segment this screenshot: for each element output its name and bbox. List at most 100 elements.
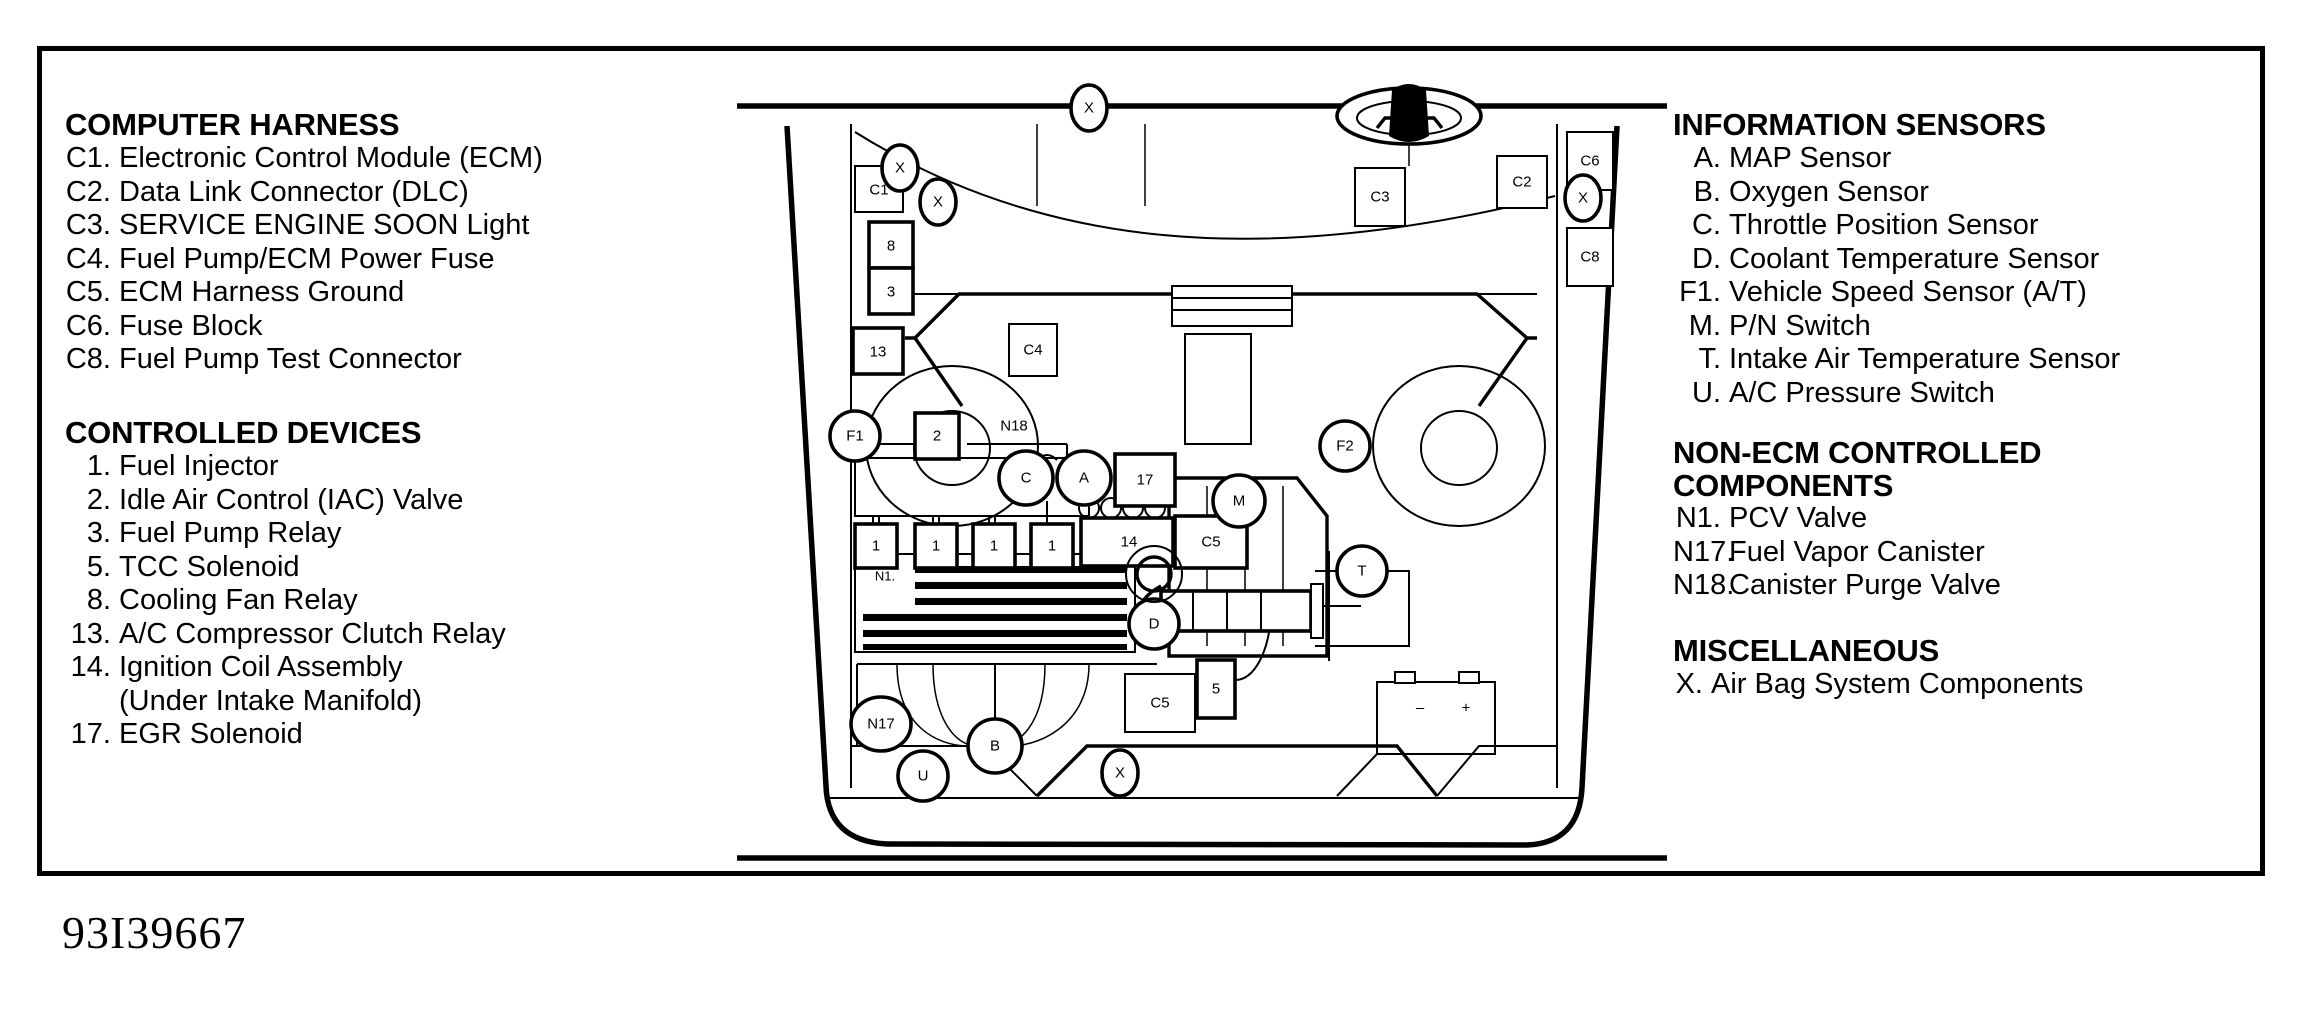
callout-sensor-b[interactable]: B — [966, 717, 1024, 775]
list-item: N1.PCV Valve — [1673, 502, 2265, 536]
callout-label: N17 — [867, 716, 895, 733]
item-key: C2. — [65, 175, 111, 208]
callout-c5-lower[interactable]: C5 — [1124, 673, 1196, 733]
item-label: Ignition Coil Assembly — [119, 651, 403, 683]
callout-label: C5 — [1150, 695, 1169, 712]
item-label: Idle Air Control (IAC) Valve — [119, 483, 464, 516]
miscellaneous-list: X.Air Bag System Components — [1667, 668, 2265, 702]
item-key: C8. — [65, 343, 111, 375]
callout-injector-1d[interactable]: 1 — [1029, 522, 1075, 570]
callout-label: 1 — [990, 538, 998, 555]
item-label: P/N Switch — [1729, 309, 1871, 342]
callout-relay-13[interactable]: 13 — [851, 326, 905, 376]
section-information-sensors: INFORMATION SENSORS A.MAP Sensor B.Oxyge… — [1667, 108, 2265, 410]
item-key: X. — [1675, 668, 1703, 700]
strut-tower-right — [1372, 365, 1546, 527]
callout-sensor-f1[interactable]: F1 — [828, 409, 882, 463]
list-item: C8.Fuel Pump Test Connector — [65, 343, 737, 377]
callout-label: U — [918, 768, 929, 785]
callout-sensor-d[interactable]: D — [1127, 597, 1181, 651]
item-key: A. — [1693, 142, 1721, 174]
section-title-non-ecm-line1: NON-ECM CONTROLLED — [1673, 435, 2042, 470]
callout-sensor-f2[interactable]: F2 — [1318, 419, 1372, 473]
list-item: 5.TCC Solenoid — [65, 551, 737, 585]
battery: – + — [1336, 671, 1496, 797]
item-key: C4. — [65, 242, 111, 275]
callout-relay-8[interactable]: 8 — [867, 220, 915, 270]
callout-injector-1a[interactable]: 1 — [853, 522, 899, 570]
controlled-devices-list: 1.Fuel Injector 2.Idle Air Control (IAC)… — [37, 450, 737, 752]
list-item: N17.Fuel Vapor Canister — [1673, 536, 2265, 570]
item-key: 13. — [70, 617, 111, 650]
content-columns: COMPUTER HARNESS C1.Electronic Control M… — [37, 46, 2265, 876]
computer-harness-list: C1.Electronic Control Module (ECM) C2.Da… — [37, 142, 737, 377]
callout-label: C6 — [1580, 153, 1599, 170]
section-title-computer-harness: COMPUTER HARNESS — [65, 107, 400, 142]
callout-sensor-c[interactable]: C — [997, 449, 1055, 507]
item-label: Fuel Injector — [119, 450, 279, 482]
item-key: C. — [1692, 209, 1721, 241]
section-title-controlled-devices: CONTROLLED DEVICES — [65, 415, 422, 450]
battery-positive-label: + — [1462, 700, 1471, 717]
callout-egr-17[interactable]: 17 — [1113, 452, 1177, 508]
callout-sensor-t[interactable]: T — [1315, 544, 1410, 647]
callout-label: 1 — [1048, 538, 1056, 555]
callout-iac-2[interactable]: 2 — [913, 411, 961, 461]
callout-sensor-m[interactable]: M — [1211, 473, 1267, 529]
item-label: Oxygen Sensor — [1729, 175, 1929, 208]
item-key: 1. — [86, 450, 111, 482]
callout-label: D — [1149, 616, 1160, 633]
non-ecm-list: N1.PCV Valve N17.Fuel Vapor Canister N18… — [1667, 502, 2265, 603]
section-non-ecm-controlled: NON-ECM CONTROLLED COMPONENTS N1.PCV Val… — [1667, 436, 2265, 603]
item-label: PCV Valve — [1729, 502, 1868, 534]
item-label: Electronic Control Module (ECM) — [119, 142, 543, 174]
callout-injector-1c[interactable]: 1 — [971, 522, 1017, 570]
callout-c4[interactable]: C4 — [1008, 323, 1058, 377]
callout-airbag-x-left-upper[interactable]: X — [880, 143, 920, 193]
callout-c2[interactable]: C2 — [1496, 155, 1548, 209]
callout-label: 8 — [887, 238, 895, 255]
airbag-x-label-steering: X — [1404, 104, 1414, 121]
callout-injector-1b[interactable]: 1 — [913, 522, 959, 570]
callout-c8[interactable]: C8 — [1566, 227, 1614, 287]
callout-tcc-5[interactable]: 5 — [1195, 631, 1270, 720]
callout-label: F1 — [846, 428, 864, 445]
list-item: N18.Canister Purge Valve — [1673, 569, 2265, 603]
item-key: 3. — [86, 517, 111, 549]
callout-sensor-a[interactable]: A — [1055, 449, 1113, 507]
item-label: MAP Sensor — [1729, 142, 1892, 174]
diagram-outer-frame — [37, 46, 2265, 876]
callout-label: C1 — [869, 182, 888, 199]
callout-label: X — [1115, 765, 1125, 782]
engine-label-n1: N1. — [875, 569, 895, 584]
list-item: 14.Ignition Coil Assembly — [65, 651, 737, 685]
intake-manifold-ribs — [863, 566, 1127, 650]
list-item: F1.Vehicle Speed Sensor (A/T) — [1673, 276, 2265, 310]
item-label: Fuel Pump Test Connector — [119, 343, 462, 375]
callout-airbag-x-upper-center[interactable]: X — [1069, 83, 1109, 133]
figure-caption: 93I39667 — [62, 907, 247, 958]
callout-n17[interactable]: N17 — [849, 695, 913, 753]
list-item: C5.ECM Harness Ground — [65, 276, 737, 310]
callout-airbag-x-right[interactable]: X — [1563, 173, 1603, 223]
list-item-continuation: (Under Intake Manifold) — [65, 685, 737, 719]
callout-label: C3 — [1370, 189, 1389, 206]
callout-sensor-u[interactable]: U — [896, 749, 950, 803]
callout-c3[interactable]: C3 — [1354, 167, 1406, 227]
callout-airbag-x-front[interactable]: X — [1100, 748, 1140, 798]
callout-label: 3 — [887, 284, 895, 301]
item-label: Fuel Pump/ECM Power Fuse — [119, 242, 495, 275]
list-item: C2.Data Link Connector (DLC) — [65, 176, 737, 210]
callout-airbag-x-left-lower[interactable]: X — [918, 177, 958, 227]
list-item: C4.Fuel Pump/ECM Power Fuse — [65, 243, 737, 277]
callout-label: 1 — [932, 538, 940, 555]
callout-label: 14 — [1121, 534, 1138, 551]
callout-relay-3[interactable]: 3 — [867, 266, 915, 316]
callout-label: C8 — [1580, 249, 1599, 266]
list-item: 17.EGR Solenoid — [65, 718, 737, 752]
engine-compartment-diagram: X — [737, 46, 1667, 876]
item-key: C1. — [65, 142, 111, 174]
item-label: Canister Purge Valve — [1729, 569, 2001, 601]
item-label: Fuel Vapor Canister — [1729, 535, 1985, 568]
list-item: 3.Fuel Pump Relay — [65, 517, 737, 551]
